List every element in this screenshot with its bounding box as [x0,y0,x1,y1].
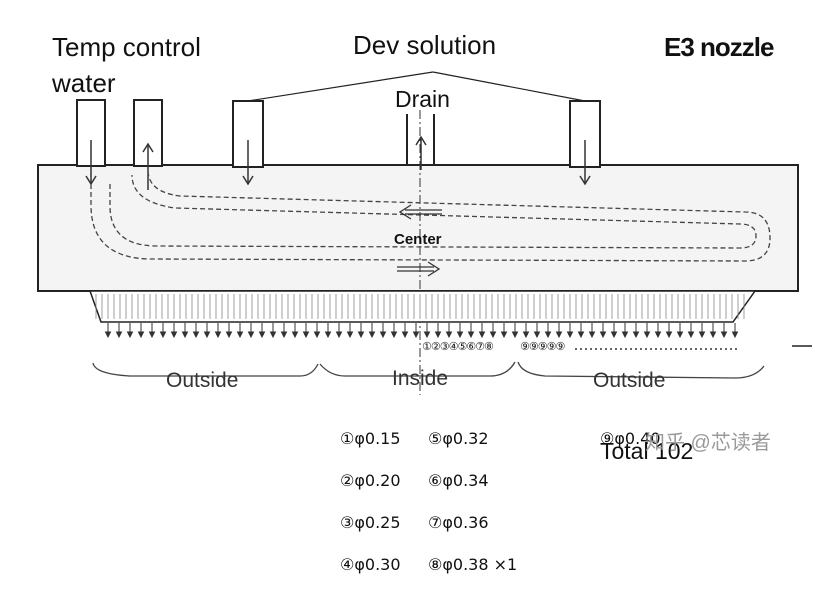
discharge-arrow [137,323,145,339]
water-flow-loop [90,169,771,262]
discharge-arrow [379,323,387,339]
legend-col-1: ①φ0.15 ②φ0.20 ③φ0.25 ④φ0.30 [340,404,401,600]
nozzle-diagram: Temp control water Dev solution E3 nozzl… [37,30,812,573]
discharge-arrow [104,323,112,339]
discharge-arrow [687,323,695,339]
discharge-arrow [478,323,486,339]
discharge-arrow [588,323,596,339]
legend-item: ⑦φ0.36 [428,513,489,532]
discharge-arrow [632,323,640,339]
discharge-arrow [709,323,717,339]
discharge-arrow [489,323,497,339]
discharge-arrow [280,323,288,339]
discharge-arrow [115,323,123,339]
discharge-arrow [258,323,266,339]
discharge-arrow [676,323,684,339]
discharge-arrow [621,323,629,339]
discharge-arrow [335,323,343,339]
discharge-arrow [643,323,651,339]
legend-col-2: ⑤φ0.32 ⑥φ0.34 ⑦φ0.36 ⑧φ0.38 ×1 [428,404,517,600]
nozzle-body [37,164,799,292]
legend-col-3: ⑨φ0.40 [600,404,661,474]
discharge-arrow [577,323,585,339]
discharge-arrow [401,323,409,339]
discharge-arrow [610,323,618,339]
discharge-arrow [313,323,321,339]
discharge-arrow [357,323,365,339]
watermark: 知乎 @芯读者 [645,432,771,454]
discharge-arrow [324,323,332,339]
outer-hole-numbers: ⑨⑨⑨⑨⑨ [520,341,565,353]
discharge-arrow [170,323,178,339]
discharge-arrow [698,323,706,339]
legend-item: ②φ0.20 [340,471,401,490]
legend-item: ③φ0.25 [340,513,401,532]
discharge-arrow [566,323,574,339]
discharge-arrow [159,323,167,339]
discharge-arrow [555,323,563,339]
discharge-arrow [500,323,508,339]
region-brackets [92,361,765,379]
center-flow-arrows [397,204,442,277]
center-label: Center [394,231,442,248]
dev-solution-label: Dev solution [353,30,497,60]
legend-item: ⑧φ0.38 ×1 [428,555,518,574]
legend-item: ⑥φ0.34 [428,471,489,490]
discharge-arrow [720,323,728,339]
drain-label: Drain [395,86,450,112]
dev-solution-leaders [247,71,586,102]
discharge-arrow [522,323,530,339]
discharge-arrow [412,323,420,339]
discharge-arrow [390,323,398,339]
discharge-arrow [236,323,244,339]
discharge-arrow [445,323,453,339]
drain-pipe [406,114,435,166]
discharge-arrow [148,323,156,339]
discharge-arrow [434,323,442,339]
legend-item: ⑨φ0.40 [600,429,661,448]
discharge-arrow [665,323,673,339]
discharge-arrows [104,323,739,339]
discharge-arrow [214,323,222,339]
discharge-arrow [654,323,662,339]
discharge-arrow [302,323,310,339]
discharge-arrow [456,323,464,339]
region-outside-left: Outside [166,369,239,392]
discharge-arrow [192,323,200,339]
nozzle-name-label: E3 nozzle [664,32,774,62]
legend-item: ④φ0.30 [340,555,401,574]
discharge-arrow [544,323,552,339]
discharge-arrow [225,323,233,339]
discharge-arrow [368,323,376,339]
discharge-arrow [269,323,277,339]
discharge-arrow [533,323,541,339]
discharge-arrow [467,323,475,339]
inner-hole-numbers: ①②③④⑤⑥⑦⑧ [422,341,494,353]
nozzle-tip [88,290,757,323]
pipe-flow-arrows [85,135,591,190]
region-outside-right: Outside [593,369,666,392]
nozzle-schematic [37,71,812,395]
discharge-arrow [203,323,211,339]
total-label: Total 102 [600,438,694,464]
legend-item: ①φ0.15 [340,429,401,448]
discharge-arrow [181,323,189,339]
discharge-arrow [599,323,607,339]
discharge-arrow [423,323,431,339]
water-label: water [52,68,116,98]
region-inside: Inside [392,367,449,390]
discharge-arrow [731,323,739,339]
temp-control-label: Temp control [52,32,201,62]
discharge-arrow [511,323,519,339]
discharge-arrow [247,323,255,339]
discharge-arrow [346,323,354,339]
discharge-arrow [291,323,299,339]
nozzle-hatch [95,294,745,319]
legend-item: ⑤φ0.32 [428,429,489,448]
discharge-arrow [126,323,134,339]
